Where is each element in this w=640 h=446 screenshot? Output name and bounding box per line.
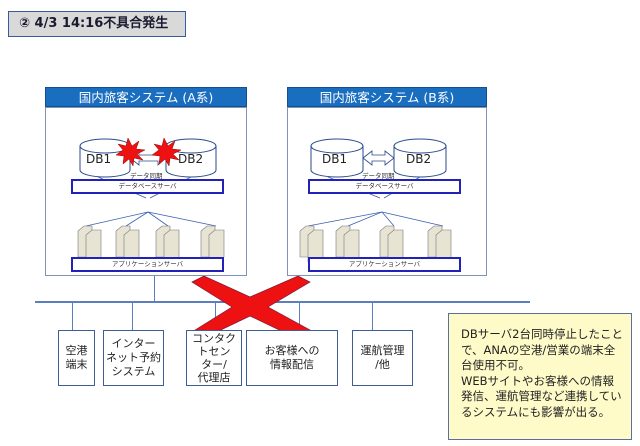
system-a-uplink [154,276,155,302]
system-a: 国内旅客システム (A系) [45,87,247,276]
sync-arrow-icon [362,150,395,166]
client-airport-terminal: 空港 端末 [58,330,95,386]
client-contact-center: コンタク トセン ター/ 代理店 [186,330,242,386]
system-a-diagram [77,137,225,268]
db1-label: DB1 [86,152,112,166]
system-a-header: 国内旅客システム (A系) [45,87,247,107]
client-link [215,302,216,330]
app-server-bar: アプリケーションサーバ [71,257,224,272]
db1-label: DB1 [322,152,348,166]
failure-cross-icon [191,276,311,338]
failure-burst-icon [151,137,182,167]
client-customer-info: お客様への 情報配信 [246,330,338,386]
db2-label: DB2 [406,152,432,166]
client-link [132,302,133,330]
client-link [372,302,373,330]
system-b: 国内旅客システム (B系) [287,87,487,276]
network-bus [35,301,530,303]
system-b-header: 国内旅客システム (B系) [287,87,487,107]
system-a-body: DB1 DB2 データ同期 データベースサーバ アプリケーションサーバ [45,107,247,276]
app-server-bar: アプリケーションサーバ [308,257,461,272]
db1-cylinder-icon [310,138,364,178]
impact-note: DBサーバ2台同時停止したことで、ANAの空港/営業の端末全台使用不可。 WEB… [448,313,632,440]
page-title: ② 4/3 14:16不具合発生 [8,11,186,37]
system-b-body: DB1 DB2 データ同期 データベースサーバ アプリケーションサーバ [287,107,487,276]
sync-label: データ同期 [130,172,163,180]
db-server-bar: データベースサーバ [308,179,461,194]
db2-cylinder-icon [393,138,447,178]
client-internet-booking: インター ネット予約 システム [103,330,164,386]
client-link [299,302,300,330]
client-flight-ops: 運航管理 /他 [352,330,413,386]
db2-label: DB2 [178,152,204,166]
db-server-bar: データベースサーバ [71,179,224,194]
failure-burst-icon [115,137,146,167]
sync-label: データ同期 [362,172,395,180]
system-b-diagram [299,138,452,268]
client-link [72,302,73,330]
